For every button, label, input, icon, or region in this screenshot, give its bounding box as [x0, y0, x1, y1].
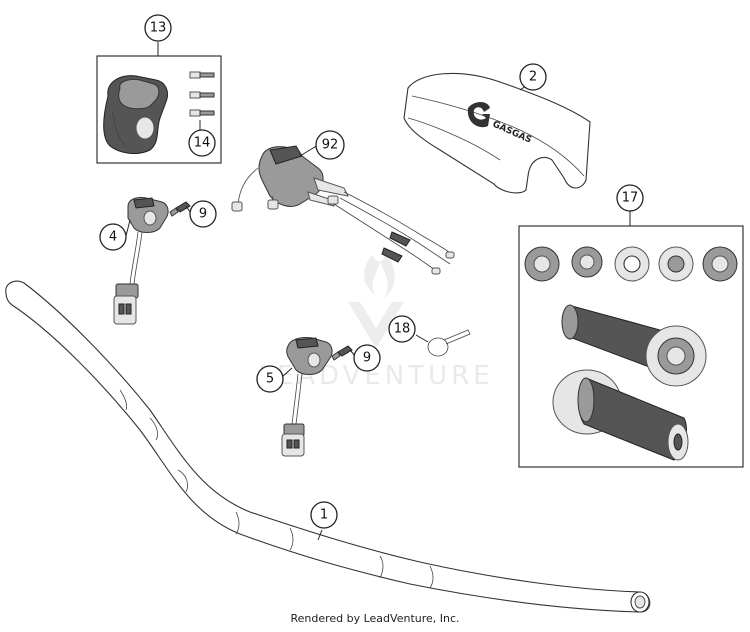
callout-18[interactable]: 18 — [388, 315, 416, 343]
callout-13[interactable]: 13 — [144, 14, 172, 42]
v-logo-icon — [348, 302, 404, 348]
handlebar-part[interactable] — [5, 280, 651, 613]
throttle-grip-part[interactable] — [561, 304, 707, 387]
clamp-kit-group — [96, 55, 222, 164]
callout-17-label: 17 — [622, 191, 639, 206]
callout-18-label: 18 — [394, 322, 411, 337]
grip-kit-frame — [518, 225, 744, 468]
throttle-cams-part[interactable] — [524, 246, 738, 282]
callout-92-label: 92 — [322, 138, 339, 153]
bar-clamp-part[interactable] — [103, 75, 169, 154]
callout-92[interactable]: 92 — [315, 130, 345, 160]
leader-lines — [125, 42, 631, 541]
gasgas-logo-icon — [467, 102, 490, 128]
flame-logo-icon — [364, 252, 395, 298]
throttle-housing-part[interactable] — [231, 145, 455, 275]
callout-17[interactable]: 17 — [616, 184, 644, 212]
callout-2-label: 2 — [529, 70, 537, 85]
render-credit: Rendered by LeadVenture, Inc. — [290, 612, 460, 625]
callout-2[interactable]: 2 — [519, 63, 547, 91]
handlebar-pad-part[interactable]: GASGAS — [403, 72, 591, 194]
callout-4[interactable]: 4 — [99, 223, 127, 251]
callout-1[interactable]: 1 — [310, 501, 338, 529]
callout-9-lower-label: 9 — [363, 351, 371, 366]
callout-4-label: 4 — [109, 230, 117, 245]
callout-5[interactable]: 5 — [256, 365, 284, 393]
callout-9-lower[interactable]: 9 — [353, 344, 381, 372]
callout-14[interactable]: 14 — [188, 129, 216, 157]
screw-part-upper[interactable] — [169, 201, 191, 217]
callout-13-label: 13 — [150, 21, 167, 36]
left-switch-part[interactable] — [113, 197, 169, 325]
callout-1-label: 1 — [320, 508, 328, 523]
callout-5-label: 5 — [266, 372, 274, 387]
callout-14-label: 14 — [194, 136, 211, 151]
callout-9-upper-label: 9 — [199, 207, 207, 222]
right-switch-part[interactable] — [281, 337, 333, 457]
callout-9-upper[interactable]: 9 — [189, 200, 217, 228]
screw-part-lower[interactable] — [331, 345, 353, 361]
cable-tie-part[interactable] — [427, 329, 471, 357]
left-grip-part[interactable] — [552, 369, 689, 461]
clamp-bolt-part[interactable] — [189, 71, 215, 117]
grip-kit-group — [518, 225, 744, 468]
clamp-kit-frame — [96, 55, 222, 164]
leadventure-watermark: LEADVENTURE — [258, 252, 490, 391]
